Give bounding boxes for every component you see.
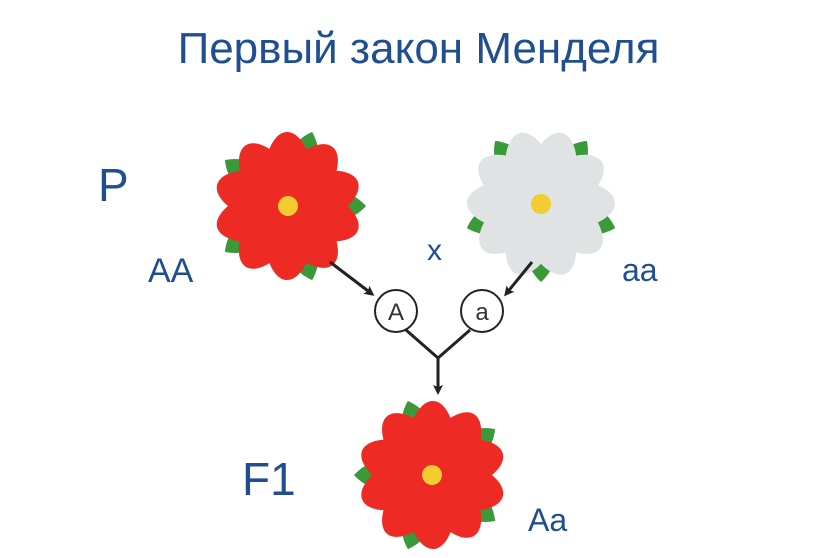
flower-center [422, 465, 442, 485]
parent1-genotype-label: AA [148, 252, 194, 290]
flower-center [531, 194, 551, 214]
arrow-parent2-to-gamete [504, 261, 534, 297]
offspring-genotype-label: Aa [528, 502, 568, 538]
flower-center [278, 196, 298, 216]
petal [467, 154, 547, 227]
cross-sign: x [427, 234, 442, 267]
arrow-parent1-to-gamete [329, 260, 375, 296]
page-title: Первый закон Менделя [177, 24, 660, 73]
parent1-red-flower [216, 131, 366, 281]
petal [216, 170, 294, 242]
gamete-parent2: a [460, 289, 504, 333]
parent-generation-label: P [98, 159, 129, 211]
gamete-parent1: A [374, 289, 418, 333]
offspring-red-flower [354, 400, 504, 550]
gamete-parent2-label: a [475, 299, 489, 326]
parent2-white-flower [466, 132, 616, 282]
gamete-parent1-label: A [388, 299, 404, 326]
parent2-genotype-label: aa [622, 252, 658, 288]
petal [361, 413, 440, 488]
fertilization-arrow [405, 328, 471, 392]
offspring-generation-label: F1 [242, 453, 296, 505]
